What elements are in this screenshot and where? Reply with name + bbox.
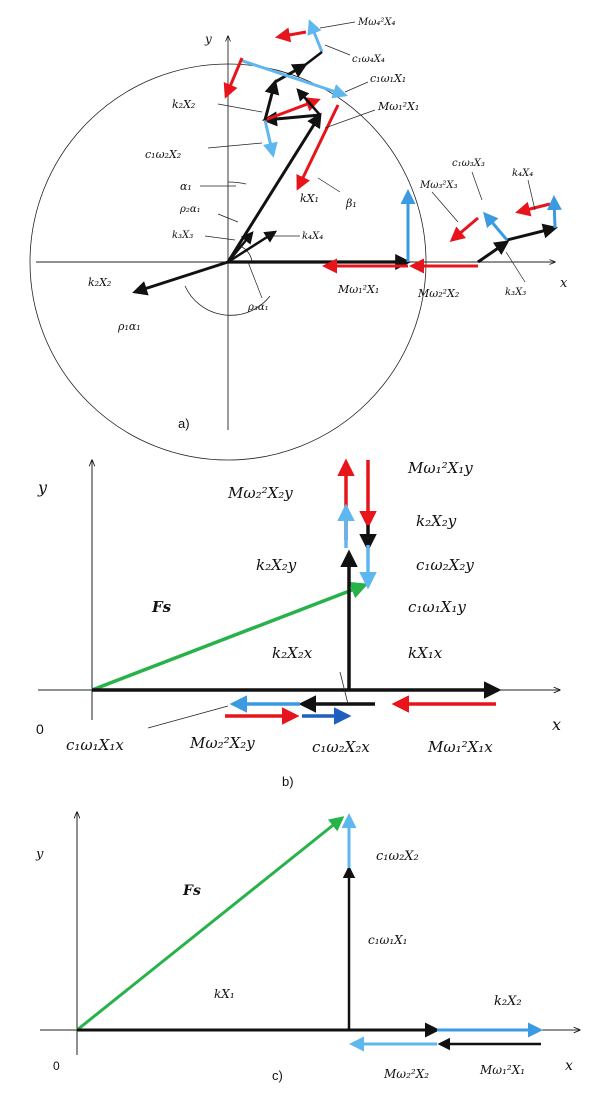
label-m-w2-x2y: Mω₂²X₂y xyxy=(227,484,293,502)
label-fs-c: Fs xyxy=(182,883,201,899)
panel-b-leaders xyxy=(147,671,349,729)
panel-b: y x 0 Mω₁²X₁y Mω₂²X₂y k₂X₂y k₂X₂y c₁ω₂X₂… xyxy=(36,458,561,789)
alpha1-arc xyxy=(227,181,247,185)
label-m-w4-x4: Mω₄²X₄ xyxy=(357,17,396,28)
k-top-chain-3 xyxy=(296,88,321,116)
k3x3-vector xyxy=(227,231,254,263)
m-w3-x3-vector xyxy=(449,216,479,242)
label-m-w2-x2-c: Mω₂²X₂ xyxy=(383,1067,429,1081)
panel-c-y-label: y xyxy=(35,847,44,862)
label-k3-x3-left: k₃X₃ xyxy=(172,230,193,241)
label-k-x1-c: kX₁ xyxy=(214,987,235,1001)
label-m-w1-x1-top: Mω₁²X₁ xyxy=(377,100,419,113)
label-k2-x2x: k₂X₂x xyxy=(272,644,313,662)
c1w3x3-vector xyxy=(483,211,509,241)
c1w2x2-vector xyxy=(263,119,278,158)
label-k-x1: kX₁ xyxy=(300,192,319,205)
label-c1-w2-x2y: c₁ω₂X₂y xyxy=(416,556,474,574)
m-w1-x1-vector xyxy=(296,104,340,191)
fs-vector-c xyxy=(76,816,345,1032)
panel-a-y-label: y xyxy=(204,32,212,46)
red-top-left xyxy=(223,57,244,99)
panel-a-x-label: x xyxy=(560,276,568,291)
panel-b-caption: b) xyxy=(282,774,294,789)
k2x2-left-vector xyxy=(132,260,229,296)
label-c1-w1-x1x: c₁ω₁X₁x xyxy=(66,736,124,754)
panel-b-x-label: x xyxy=(552,715,561,734)
label-c1-w2-x2-c: c₁ω₂X₂ xyxy=(376,849,419,864)
k4x4-right-blue xyxy=(546,195,562,229)
panel-c-x-label: x xyxy=(565,1058,573,1074)
panel-c-origin: 0 xyxy=(53,1059,60,1073)
c1w4x4-vector xyxy=(307,19,324,53)
label-c1-w4-x4: c₁ω₄X₄ xyxy=(352,54,385,65)
label-m-w2-x2-axis: Mω₂²X₂ xyxy=(417,287,459,300)
panel-b-y-label: y xyxy=(37,478,48,497)
k-top-chain-2 xyxy=(274,63,308,84)
k4x4-vector xyxy=(227,230,278,264)
label-k4-x4-left: k₄X₄ xyxy=(302,231,323,242)
label-rho2-alpha1: ρ₂α₁ xyxy=(179,204,201,215)
label-rho3-alpha1: ρ₃α₁ xyxy=(247,302,269,313)
label-k-x1x: kX₁x xyxy=(408,644,443,662)
k-top-chain-1 xyxy=(263,79,280,121)
label-k2-x2-left: k₂X₂ xyxy=(88,276,111,289)
label-m-w1-x1-c: Mω₁²X₁ xyxy=(479,1063,525,1077)
label-fs-b: Fs xyxy=(151,598,172,616)
fs-vector xyxy=(91,581,369,692)
label-k2-x2y-right: k₂X₂y xyxy=(416,512,457,530)
panel-b-origin: 0 xyxy=(36,721,44,737)
label-beta1: β₁ xyxy=(345,197,357,210)
panel-a: y x xyxy=(29,17,568,461)
label-k2-x2-c: k₂X₂ xyxy=(494,994,522,1009)
label-k3-x3-right: k₃X₃ xyxy=(505,287,526,298)
label-k4-x4-right: k₄X₄ xyxy=(512,168,533,179)
label-rho1-alpha1: ρ₁α₁ xyxy=(117,320,141,333)
label-m-w1-x1x: Mω₁²X₁x xyxy=(427,738,493,756)
label-alpha1: α₁ xyxy=(180,180,192,193)
m-w4-x4-vector xyxy=(275,27,307,43)
x-chain-black-1 xyxy=(477,240,510,264)
label-k2-x2y-left: k₂X₂y xyxy=(256,556,297,574)
k4x4-right-red xyxy=(515,201,551,217)
panel-c-caption: c) xyxy=(272,1068,283,1083)
panel-a-leaders xyxy=(200,21,536,299)
panel-a-caption: a) xyxy=(178,416,190,431)
label-c1-w1-x1-c: c₁ω₁X₁ xyxy=(368,933,407,947)
label-c1-w2-x2: c₁ω₂X₂ xyxy=(145,148,181,161)
label-c1-w3-x3: c₁ω₃X₃ xyxy=(452,158,485,169)
x-chain-black-2 xyxy=(506,223,558,242)
panel-c: y x 0 c₁ω₂X₂ Fs c₁ω₁X₁ kX₁ k₂X₂ Mω₂²X₂ M… xyxy=(35,812,580,1083)
c1w1x1-vector xyxy=(239,58,348,99)
label-c1-w2-x2x: c₁ω₂X₂x xyxy=(312,738,370,756)
label-m-w2-x2y-bottom: Mω₂²X₂y xyxy=(189,734,255,752)
k2x2-top-vector xyxy=(262,111,321,127)
label-c1-w1-x1y: c₁ω₁X₁y xyxy=(408,598,466,616)
label-c1-w1-x1: c₁ω₁X₁ xyxy=(370,72,406,85)
k-top-chain-4 xyxy=(304,51,323,66)
label-m-w3-x3: Mω₃²X₃ xyxy=(419,180,458,191)
label-m-w1-x1y: Mω₁²X₁y xyxy=(407,459,473,477)
rho1-alpha1-arc xyxy=(184,285,271,316)
label-k2-x2-top: k₂X₂ xyxy=(172,98,195,111)
label-m-w1-x1-axis: Mω₁²X₁ xyxy=(337,283,379,296)
